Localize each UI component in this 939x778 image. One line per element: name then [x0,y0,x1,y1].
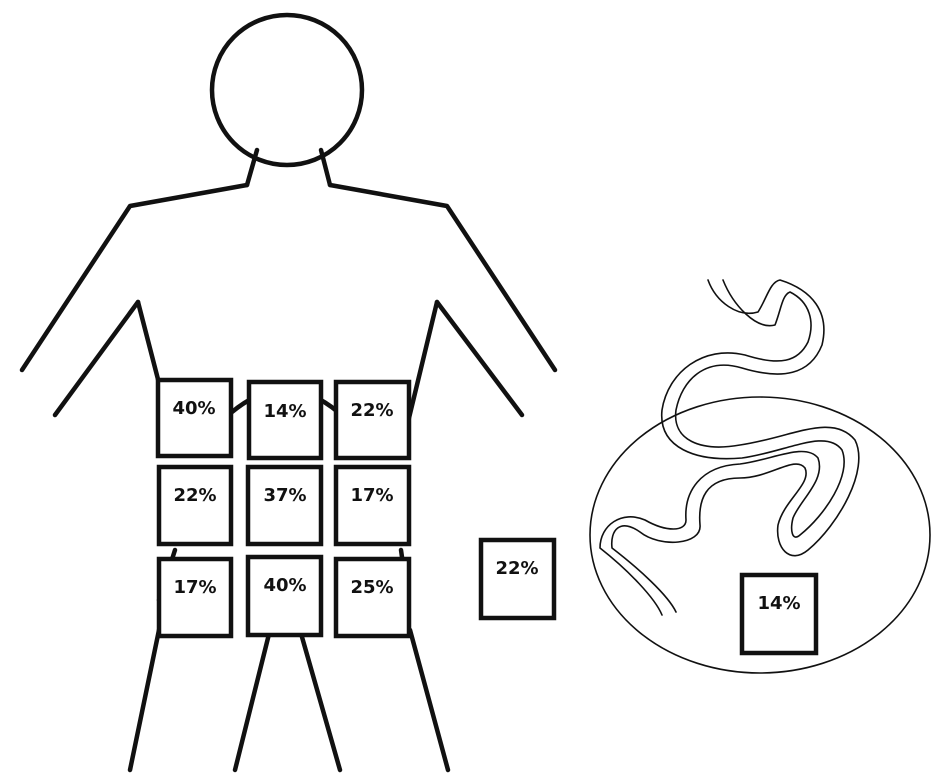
region-box-lower-right-quadrant: 17% [156,556,234,639]
region-label: 37% [263,485,306,506]
head-outline [209,12,365,168]
region-label: 22% [350,400,393,421]
region-label: 22% [173,485,216,506]
right-leg-inner-line [297,627,343,773]
region-box-epigastric: 14% [246,379,324,461]
left-arm-inner-line [52,299,141,418]
region-label: 17% [350,485,393,506]
region-label: 25% [350,577,393,598]
region-box-left-flank: 17% [333,464,412,547]
region-box-right-flank: 22% [156,464,234,547]
right-arm-inner-line [434,299,525,418]
region-box-upper-right-quadrant: 40% [155,377,234,459]
region-label: 22% [495,558,538,579]
left-shoulder-arm-outer [19,182,250,373]
right-shoulder-arm-outer [327,182,558,373]
left-leg-outer-line [127,627,162,773]
neck-right-line [318,147,333,188]
region-box-lower-left-quadrant: 25% [333,556,412,639]
region-box-suprapubic: 40% [245,554,324,638]
neck-left-line [244,147,260,188]
region-label: 14% [757,593,800,614]
region-label: 14% [263,401,306,422]
intestine-inner-contour [599,279,845,616]
region-box-intestine: 14% [739,572,819,656]
right-leg-outer-line [407,627,451,773]
intestine-outer-contour [611,279,860,613]
region-box-upper-left-quadrant: 22% [333,379,412,461]
region-label: 40% [172,398,215,419]
region-label: 40% [263,575,306,596]
region-label: 17% [173,577,216,598]
right-torso-line [406,299,440,421]
abdominal-grid: 40% 14% 22% 22% 37% 17% 17% 40% [155,377,412,639]
intestine-illustration [589,279,931,674]
abdomen-ellipse [589,396,931,674]
region-box-periumbilical: 37% [245,464,324,547]
region-box-outside: 22% [478,537,557,621]
left-leg-inner-line [232,627,273,773]
